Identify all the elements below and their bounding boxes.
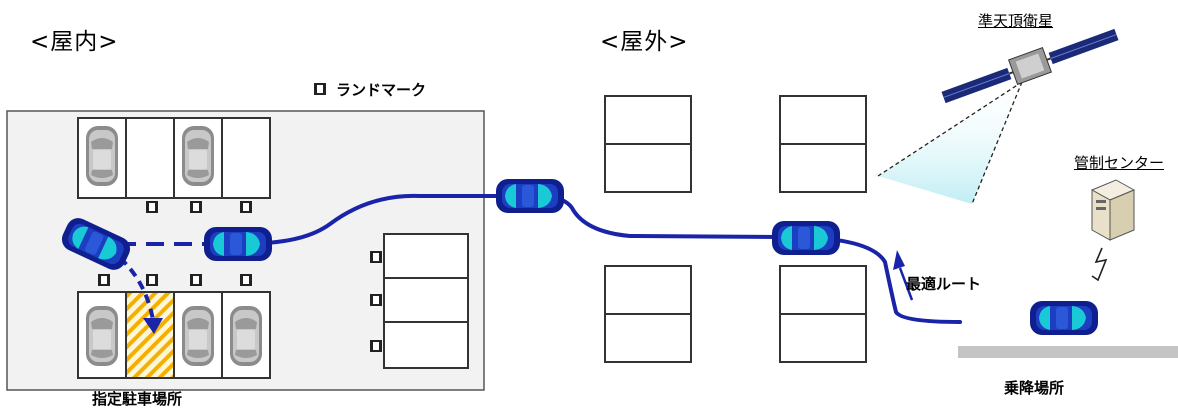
landmark-legend-label: ランドマーク <box>336 81 427 99</box>
designated-parking-spot <box>125 291 175 379</box>
car-outdoor-1 <box>496 179 564 213</box>
route-direction-arrow <box>898 267 914 301</box>
parked-car <box>182 126 214 186</box>
optimal-route-label: 最適ルート <box>906 275 982 293</box>
satellite-beam <box>878 82 1022 204</box>
parked-car <box>182 306 214 366</box>
outdoor-heading: <屋外> <box>600 29 689 55</box>
outdoor-parking-blocks <box>604 95 867 363</box>
parked-car <box>86 306 118 366</box>
car-outdoor-2 <box>772 221 840 255</box>
server-icon <box>1090 179 1136 241</box>
parked-car <box>86 126 118 186</box>
optimal-route-path <box>233 192 962 324</box>
side-parking-row <box>383 233 469 369</box>
wireless-signal-icon <box>1091 247 1108 282</box>
boarding-area-strip <box>958 346 1178 358</box>
satellite-label: 準天頂衛星 <box>978 12 1054 30</box>
parked-car <box>230 306 262 366</box>
satellite-icon <box>941 28 1119 104</box>
designated-spot-label: 指定駐車場所 <box>92 390 183 408</box>
control-center-label: 管制センター <box>1074 154 1165 172</box>
car-boarding <box>1030 301 1098 335</box>
landmark-legend-icon <box>314 83 326 95</box>
boarding-area-label: 乗降場所 <box>1004 379 1065 397</box>
indoor-heading: <屋内> <box>30 29 119 55</box>
car-indoor <box>204 227 272 261</box>
